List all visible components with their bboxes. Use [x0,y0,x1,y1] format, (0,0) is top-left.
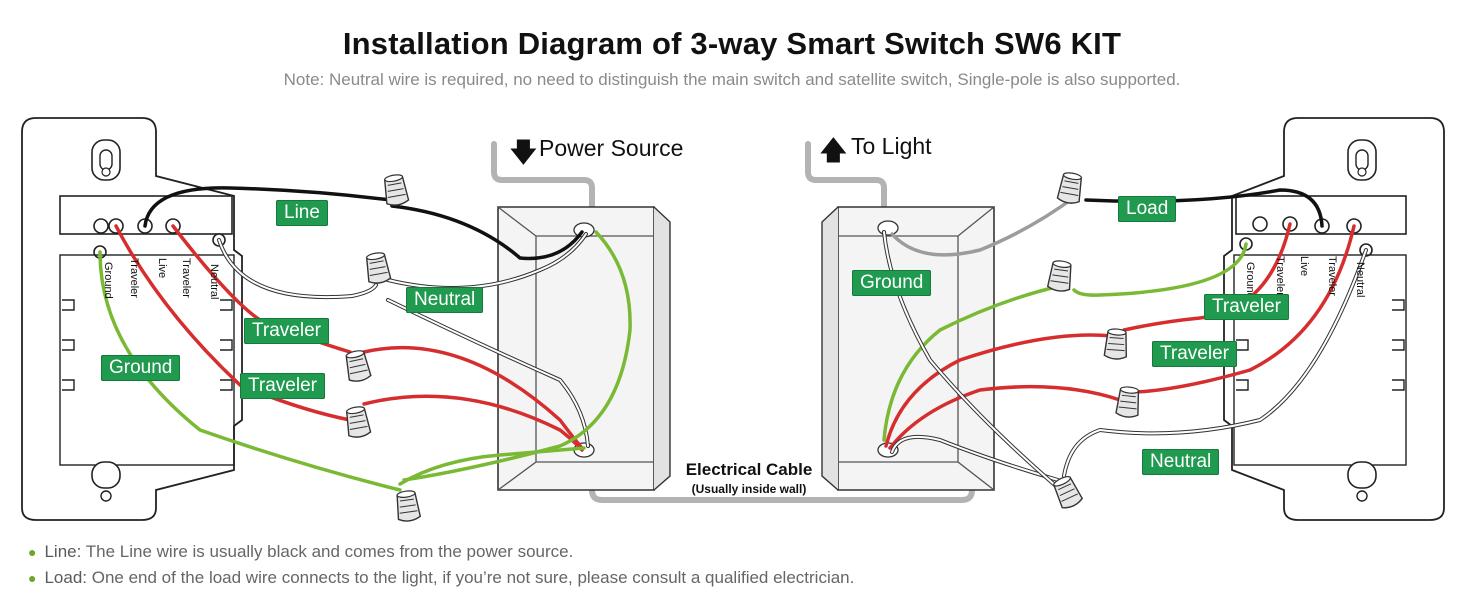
power-source-label: Power Source [539,135,684,161]
tag-traveler-left-2: Traveler [240,373,325,399]
wire-nut-icon-neutral [363,250,392,286]
page-title: Installation Diagram of 3-way Smart Swit… [342,26,1122,61]
switch-device-icon-left [21,117,243,521]
tag-traveler-right-2: Traveler [1152,341,1237,367]
wire-nut-icon-line [381,172,410,208]
tag-line: Line [276,200,328,226]
switch-device-icon-right [1223,117,1445,521]
terminal-label-traveler-right-1: Traveler [1274,256,1286,296]
wire-nut-icon-traveler-r1 [1103,327,1129,361]
wire-nut-icon-traveler-r2 [1115,385,1142,419]
electrical-cable [491,141,975,503]
right-wires [882,188,1368,488]
cable-label: Electrical Cable [685,460,813,479]
legend-load-item: ● Load: One end of the load wire connects… [28,568,854,588]
bullet-icon: ● [28,570,37,586]
legend-term-line: Line: [44,542,82,561]
tag-traveler-left-1: Traveler [244,318,329,344]
down-arrow-icon: 🡇 [510,137,537,167]
bullet-icon: ● [28,544,37,560]
cable-sublabel: (Usually inside wall) [691,482,807,496]
legend-text-load: One end of the load wire connects to the… [87,568,855,587]
wire-nut-icon-load [1056,170,1085,206]
terminal-label-live-right: Live [1298,256,1310,277]
terminal-label-traveler-left-1: Traveler [128,258,140,298]
legend-line-item: ● Line: The Line wire is usually black an… [28,542,573,562]
terminal-label-neutral-left: Neutral [208,264,220,300]
tag-ground-right: Ground [852,270,932,296]
wire-nut-icon-ground-right [1046,258,1074,294]
wire-nut-icon-traveler-1 [343,348,373,384]
legend-term-load: Load: [44,568,88,587]
terminal-label-live-left: Live [156,258,168,279]
terminal-label-traveler-left-2: Traveler [180,258,192,298]
wire-nut-icon-traveler-2 [343,404,372,440]
legend-text-line: The Line wire is usually black and comes… [81,542,574,561]
tag-load: Load [1118,196,1177,222]
up-arrow-icon: 🡅 [820,135,847,165]
terminal-label-ground-left: Ground [102,262,114,299]
tag-ground-left: Ground [101,355,181,381]
page-note: Note: Neutral wire is required, no need … [283,70,1181,89]
tag-neutral-right: Neutral [1142,449,1220,475]
tag-traveler-right-1: Traveler [1204,294,1289,320]
junction-box-icon-right [821,206,995,491]
to-light-label: To Light [851,133,932,159]
terminal-label-traveler-right-2: Traveler [1326,256,1338,296]
terminal-label-neutral-right: Neutral [1354,262,1366,298]
tag-neutral-left: Neutral [406,287,484,313]
wire-nut-icon-ground [394,488,422,524]
